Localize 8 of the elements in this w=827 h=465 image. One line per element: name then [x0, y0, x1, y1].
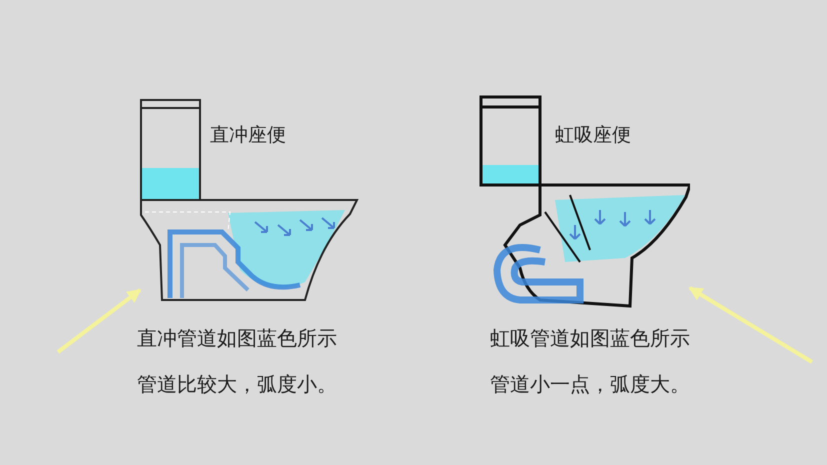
toilet-title: 直冲座便 [210, 124, 286, 147]
description-text: 虹吸管道如图蓝色所示 [490, 326, 690, 350]
description-text: 管道小一点，弧度大。 [490, 372, 690, 396]
toilet-title: 虹吸座便 [555, 124, 631, 147]
description-text: 管道比较大，弧度小。 [137, 372, 337, 396]
arrow [688, 286, 814, 364]
description-text: 直冲管道如图蓝色所示 [137, 326, 337, 350]
arrow [56, 288, 142, 354]
